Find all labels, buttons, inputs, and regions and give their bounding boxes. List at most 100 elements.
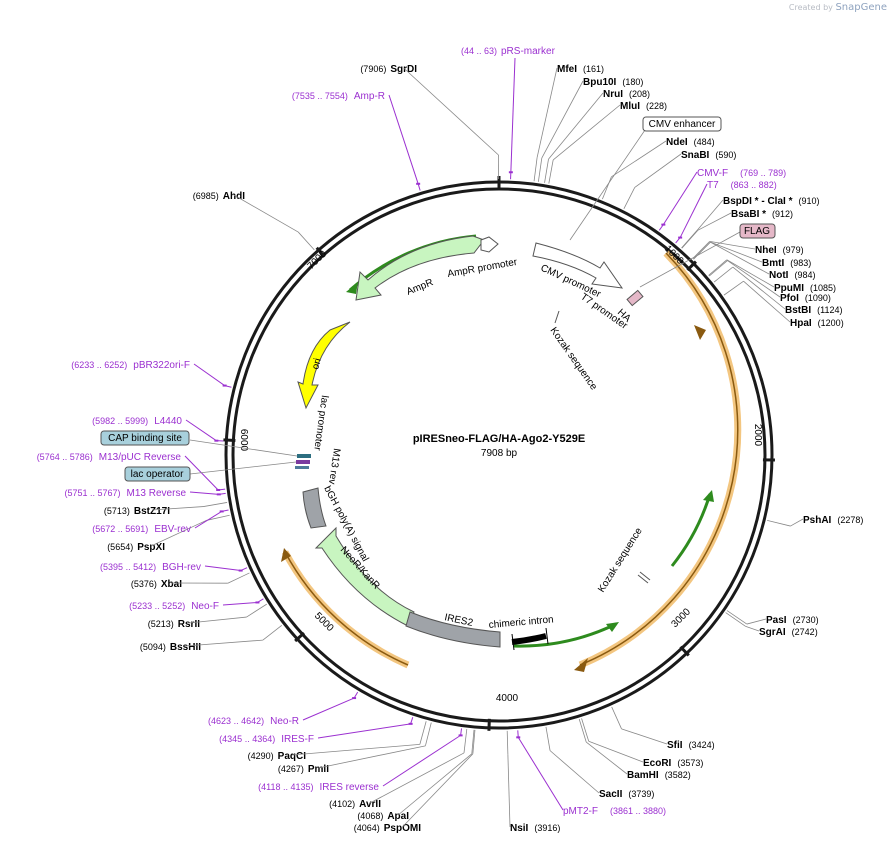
cap-binding-site-tag: CAP binding site — [100, 430, 298, 457]
svg-text:AhdI: AhdI — [223, 191, 245, 202]
svg-text:SacII: SacII — [599, 789, 623, 800]
svg-text:(7906): (7906) — [360, 64, 386, 74]
chimeric-intron-label: chimeric intron — [488, 614, 554, 631]
svg-text:Amp-R: Amp-R — [354, 91, 385, 102]
svg-text:(4064): (4064) — [354, 823, 380, 833]
svg-text:(5213): (5213) — [148, 619, 174, 629]
svg-text:(3916): (3916) — [534, 823, 560, 833]
primer-ires-f: IRES-F(4345 .. 4364) — [219, 717, 414, 745]
svg-text:(4068): (4068) — [357, 811, 383, 821]
svg-text:(2742): (2742) — [792, 627, 818, 637]
svg-text:EBV-rev: EBV-rev — [154, 524, 191, 535]
enzyme-site-bstbi: BstBI (1124) — [713, 266, 842, 316]
svg-text:(5654): (5654) — [107, 542, 133, 552]
enzyme-site-nsii: NsiI(3916) — [506, 730, 560, 834]
enzyme-site-pshai: PshAI (2278) — [767, 515, 863, 527]
svg-text:SfiI: SfiI — [667, 740, 683, 751]
ago2-orf-start-head — [694, 325, 706, 340]
lac-promoter-label: lac promoter — [311, 395, 330, 452]
kozak-right-label: Kozak sequence — [596, 526, 645, 595]
enzyme-site-xbai: XbaI(5376) — [131, 572, 250, 590]
svg-text:PfoI: PfoI — [780, 293, 799, 304]
tick-label: 6000 — [238, 429, 249, 452]
ires2-block — [405, 611, 501, 648]
svg-text:NheI: NheI — [755, 245, 777, 256]
primer-amp-r: Amp-R (7535 .. 7554) — [292, 91, 421, 191]
svg-text:PasI: PasI — [766, 615, 787, 626]
cmv-enhancer-tag: CMV enhancer — [569, 116, 722, 241]
svg-text:(3424): (3424) — [689, 740, 715, 750]
ampr-promoter-label: AmpR promoter — [447, 257, 519, 280]
svg-text:(5672 .. 5691): (5672 .. 5691) — [92, 524, 148, 534]
enzyme-site-ahdi: AhdI(6985) — [193, 191, 315, 251]
bottom-green-arc — [513, 622, 617, 648]
svg-text:(4290): (4290) — [248, 751, 274, 761]
neo-arc-line — [284, 551, 409, 666]
svg-text:BsaBI *: BsaBI * — [731, 209, 766, 220]
svg-text:AvrII: AvrII — [359, 799, 381, 810]
enzyme-site-pspomi: PspOMI(4064) — [354, 729, 476, 834]
ori-label: ori — [310, 357, 324, 371]
enzyme-site-bstz17i: BstZ17I(5713) — [104, 502, 228, 517]
cap-box — [297, 454, 311, 458]
enzyme-site-ecori: EcoRI (3573) — [581, 718, 703, 769]
enzyme-site-hpai: HpaI (1200) — [723, 280, 844, 329]
svg-text:(979): (979) — [783, 245, 804, 255]
enzyme-site-bamhi: BamHI(3582) — [578, 718, 691, 781]
enzyme-site-snabi: SnaBI(590) — [623, 150, 736, 210]
primer-m13-reverse: M13 Reverse(5751 .. 5767) — [64, 488, 226, 499]
svg-text:(484): (484) — [694, 137, 715, 147]
svg-text:(161): (161) — [583, 64, 604, 74]
enzyme-site-bspdi-clai-: BspDI * - ClaI * (910) — [681, 196, 819, 249]
svg-text:IRES reverse: IRES reverse — [320, 782, 380, 793]
svg-text:PspXI: PspXI — [137, 542, 165, 553]
svg-text:FLAG: FLAG — [744, 226, 770, 237]
svg-text:BstZ17I: BstZ17I — [134, 506, 170, 517]
svg-text:HpaI: HpaI — [790, 318, 812, 329]
enzyme-site-sgrai: SgrAI(2742) — [725, 612, 818, 638]
tick-label: 2000 — [752, 424, 763, 447]
svg-text:CAP binding site: CAP binding site — [108, 433, 182, 444]
svg-text:(1200): (1200) — [818, 318, 844, 328]
svg-text:(769 .. 789): (769 .. 789) — [740, 168, 786, 178]
bottom-green-head — [606, 622, 619, 632]
primer-neo-f: Neo-F(5233 .. 5252) — [129, 598, 264, 612]
primer-neo-r: Neo-R(4623 .. 4642) — [208, 691, 359, 727]
svg-text:(5233 .. 5252): (5233 .. 5252) — [129, 601, 185, 611]
svg-text:PaqCI: PaqCI — [278, 751, 307, 762]
enzyme-site-apai: ApaI(4068) — [357, 729, 475, 822]
svg-text:EcoRI: EcoRI — [643, 758, 672, 769]
svg-text:(984): (984) — [794, 270, 815, 280]
primer-ires-reverse: IRES reverse (4118 .. 4135) — [258, 728, 463, 793]
svg-text:(3573): (3573) — [677, 758, 703, 768]
svg-text:PshAI: PshAI — [803, 515, 832, 526]
ago2-orf-arrowhead — [574, 658, 588, 672]
enzyme-site-mlui: MluI(228) — [548, 101, 667, 184]
enzyme-site-bsabi-: BsaBI *(912) — [681, 209, 793, 249]
svg-text:(4623 .. 4642): (4623 .. 4642) — [208, 716, 264, 726]
svg-text:M13/pUC Reverse: M13/pUC Reverse — [99, 452, 182, 463]
chimeric-intron-tick-b — [545, 627, 549, 645]
svg-text:RsrII: RsrII — [178, 619, 200, 630]
lac-op-box — [296, 460, 310, 464]
tick-mark — [686, 260, 697, 272]
tick-mark — [679, 645, 690, 657]
tick-mark — [223, 438, 236, 443]
enzyme-site-pspxi: PspXI (5654) — [107, 514, 230, 553]
ampr-block — [355, 235, 485, 301]
svg-text:(7535 .. 7554): (7535 .. 7554) — [292, 91, 348, 101]
svg-text:(590): (590) — [715, 150, 736, 160]
svg-text:BspDI * - ClaI *: BspDI * - ClaI * — [723, 196, 793, 207]
svg-text:pRS-marker: pRS-marker — [501, 46, 556, 57]
chimeric-intron-tick-a — [511, 633, 515, 651]
ampr-label: AmpR — [405, 277, 435, 298]
svg-text:(2278): (2278) — [837, 515, 863, 525]
svg-text:BstBI: BstBI — [785, 305, 811, 316]
enzyme-site-pfoi: PfoI(1090) — [708, 260, 831, 304]
primer-bgh-rev: BGH-rev(5395 .. 5412) — [100, 562, 248, 573]
svg-text:(1124): (1124) — [817, 305, 842, 315]
svg-text:(4118 .. 4135): (4118 .. 4135) — [258, 782, 313, 792]
svg-text:(910): (910) — [798, 196, 819, 206]
svg-text:lac operator: lac operator — [131, 469, 184, 480]
